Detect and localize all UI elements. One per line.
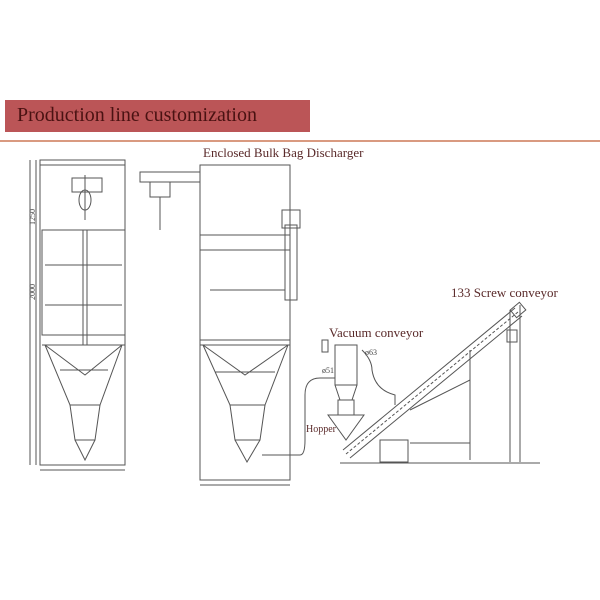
label-vacuum-conveyor: Vacuum conveyor bbox=[329, 325, 424, 340]
pipe-dimension-63: ø63 bbox=[365, 348, 377, 357]
hoist bbox=[139, 171, 201, 230]
title-banner: Production line customization bbox=[5, 100, 310, 132]
bulk-bag-discharger-side-view bbox=[199, 164, 301, 486]
label-hopper: Hopper bbox=[306, 424, 337, 435]
bulk-bag-discharger-front-view bbox=[29, 159, 126, 471]
screw-conveyor bbox=[340, 301, 540, 464]
transfer-pipe bbox=[262, 377, 335, 456]
label-enclosed-bulk-bag-discharger: Enclosed Bulk Bag Discharger bbox=[203, 145, 364, 160]
dimension-1250: 1250 bbox=[28, 209, 37, 225]
label-screw-conveyor: 133 Screw conveyor bbox=[451, 285, 559, 300]
pipe-dimension-51: ø51 bbox=[322, 366, 334, 375]
vacuum-conveyor bbox=[321, 339, 365, 441]
vacuum-pipe bbox=[361, 349, 396, 405]
dimension-2000: 2000 bbox=[28, 284, 37, 300]
divider bbox=[0, 140, 600, 142]
page-title: Production line customization bbox=[17, 104, 257, 126]
